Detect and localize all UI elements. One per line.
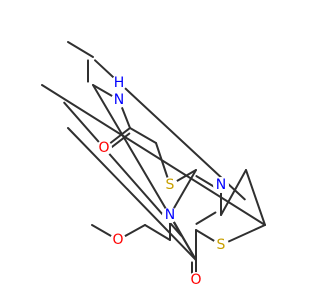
atom-n_ring2-label: N [165, 207, 175, 223]
atom-s_ring-background [213, 237, 229, 253]
atom-s_thio-background [162, 177, 178, 193]
atom-nh-background [111, 92, 127, 108]
atom-o_amide: O [96, 140, 112, 156]
bond-c7-c6 [245, 169, 266, 226]
bond-c7a-c7 [220, 169, 247, 216]
bond-c6-s_r [220, 224, 266, 246]
atom-o_ketone-background [188, 272, 204, 288]
atom-nh-label: N [114, 92, 124, 108]
atom-s_ring: S [213, 237, 229, 253]
atom-o_ketone: O [188, 272, 204, 288]
atom-o_amide-label: O [98, 140, 109, 156]
bond-c_am-ch2 [129, 127, 157, 144]
atom-s_thio: S [162, 177, 178, 193]
atom-n_ring1-background [213, 177, 229, 193]
bond-layer [41, 41, 266, 281]
atom-nh_h-background [111, 75, 127, 91]
atom-nh_h-label: H [114, 75, 125, 91]
atom-o_ether-label: O [112, 232, 123, 248]
bond-c4-me [67, 127, 197, 261]
atom-n_ring1: N [213, 177, 229, 193]
atom-o_amide-background [96, 140, 112, 156]
atom-n_ring2-background [162, 207, 178, 223]
atom-s_thio-label: S [166, 177, 175, 193]
atom-nh_h: H [111, 75, 127, 91]
atom-n_ring1-label: N [216, 177, 226, 193]
bond-c1-c2 [67, 41, 94, 58]
bond-n3-c2p [169, 169, 197, 216]
atom-s_ring-label: S [217, 237, 226, 253]
bond-ne1-ne2 [144, 224, 171, 241]
atom-o_ether: O [110, 232, 126, 248]
atom-o_ketone-label: O [190, 272, 201, 288]
atom-n_ring2: N [162, 207, 178, 223]
atom-o_ether-background [110, 232, 126, 248]
bond-c4-c5-double [63, 101, 183, 237]
bond-c7a-c4a-double [195, 211, 217, 225]
bond-c2p-n1-double [195, 175, 217, 189]
atom-nh: N [111, 92, 127, 108]
bond-c_am-o_am-double [108, 132, 131, 150]
bond-c4-n3 [169, 214, 197, 261]
